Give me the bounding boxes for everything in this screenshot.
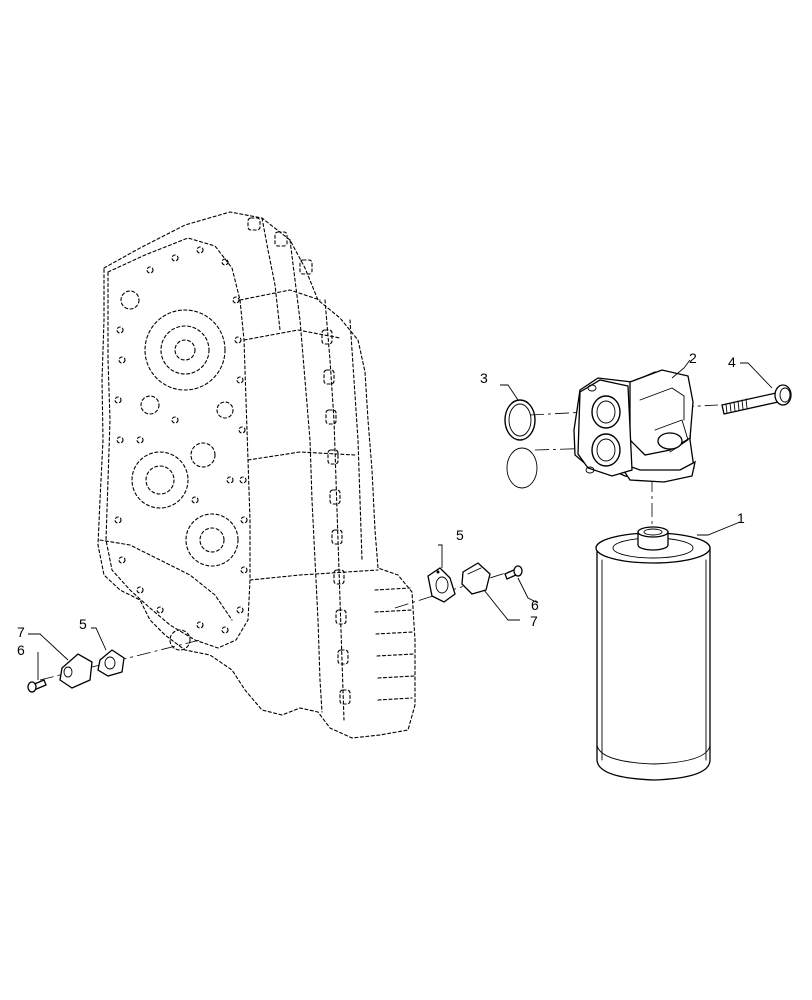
callout-5-right: 5: [456, 527, 464, 543]
right-plate-gasket: [427, 567, 456, 603]
callout-6-left: 6: [17, 642, 25, 658]
callout-labels: 1 2 3 4 5 5 6 6 7 7: [17, 350, 745, 658]
callout-7-left: 7: [17, 624, 25, 640]
oil-filter-cartridge: [595, 526, 711, 781]
o-ring: [504, 399, 538, 489]
callout-3: 3: [480, 370, 488, 386]
callout-6-right: 6: [531, 597, 539, 613]
callout-5-left: 5: [79, 616, 87, 632]
right-cover-plate: [461, 562, 491, 595]
transmission-housing-phantom: [97, 211, 416, 739]
filter-head: [573, 369, 696, 483]
callout-4: 4: [728, 354, 736, 370]
mounting-bolt: [721, 384, 792, 415]
left-cap-screw: [27, 679, 47, 693]
callout-7-right: 7: [530, 613, 538, 629]
callout-2: 2: [689, 350, 697, 366]
callout-1: 1: [737, 510, 745, 526]
right-cap-screw: [504, 565, 523, 580]
left-plate-gasket: [97, 649, 125, 677]
callout-leaders: [28, 359, 773, 680]
left-cover-plate: [59, 653, 93, 689]
